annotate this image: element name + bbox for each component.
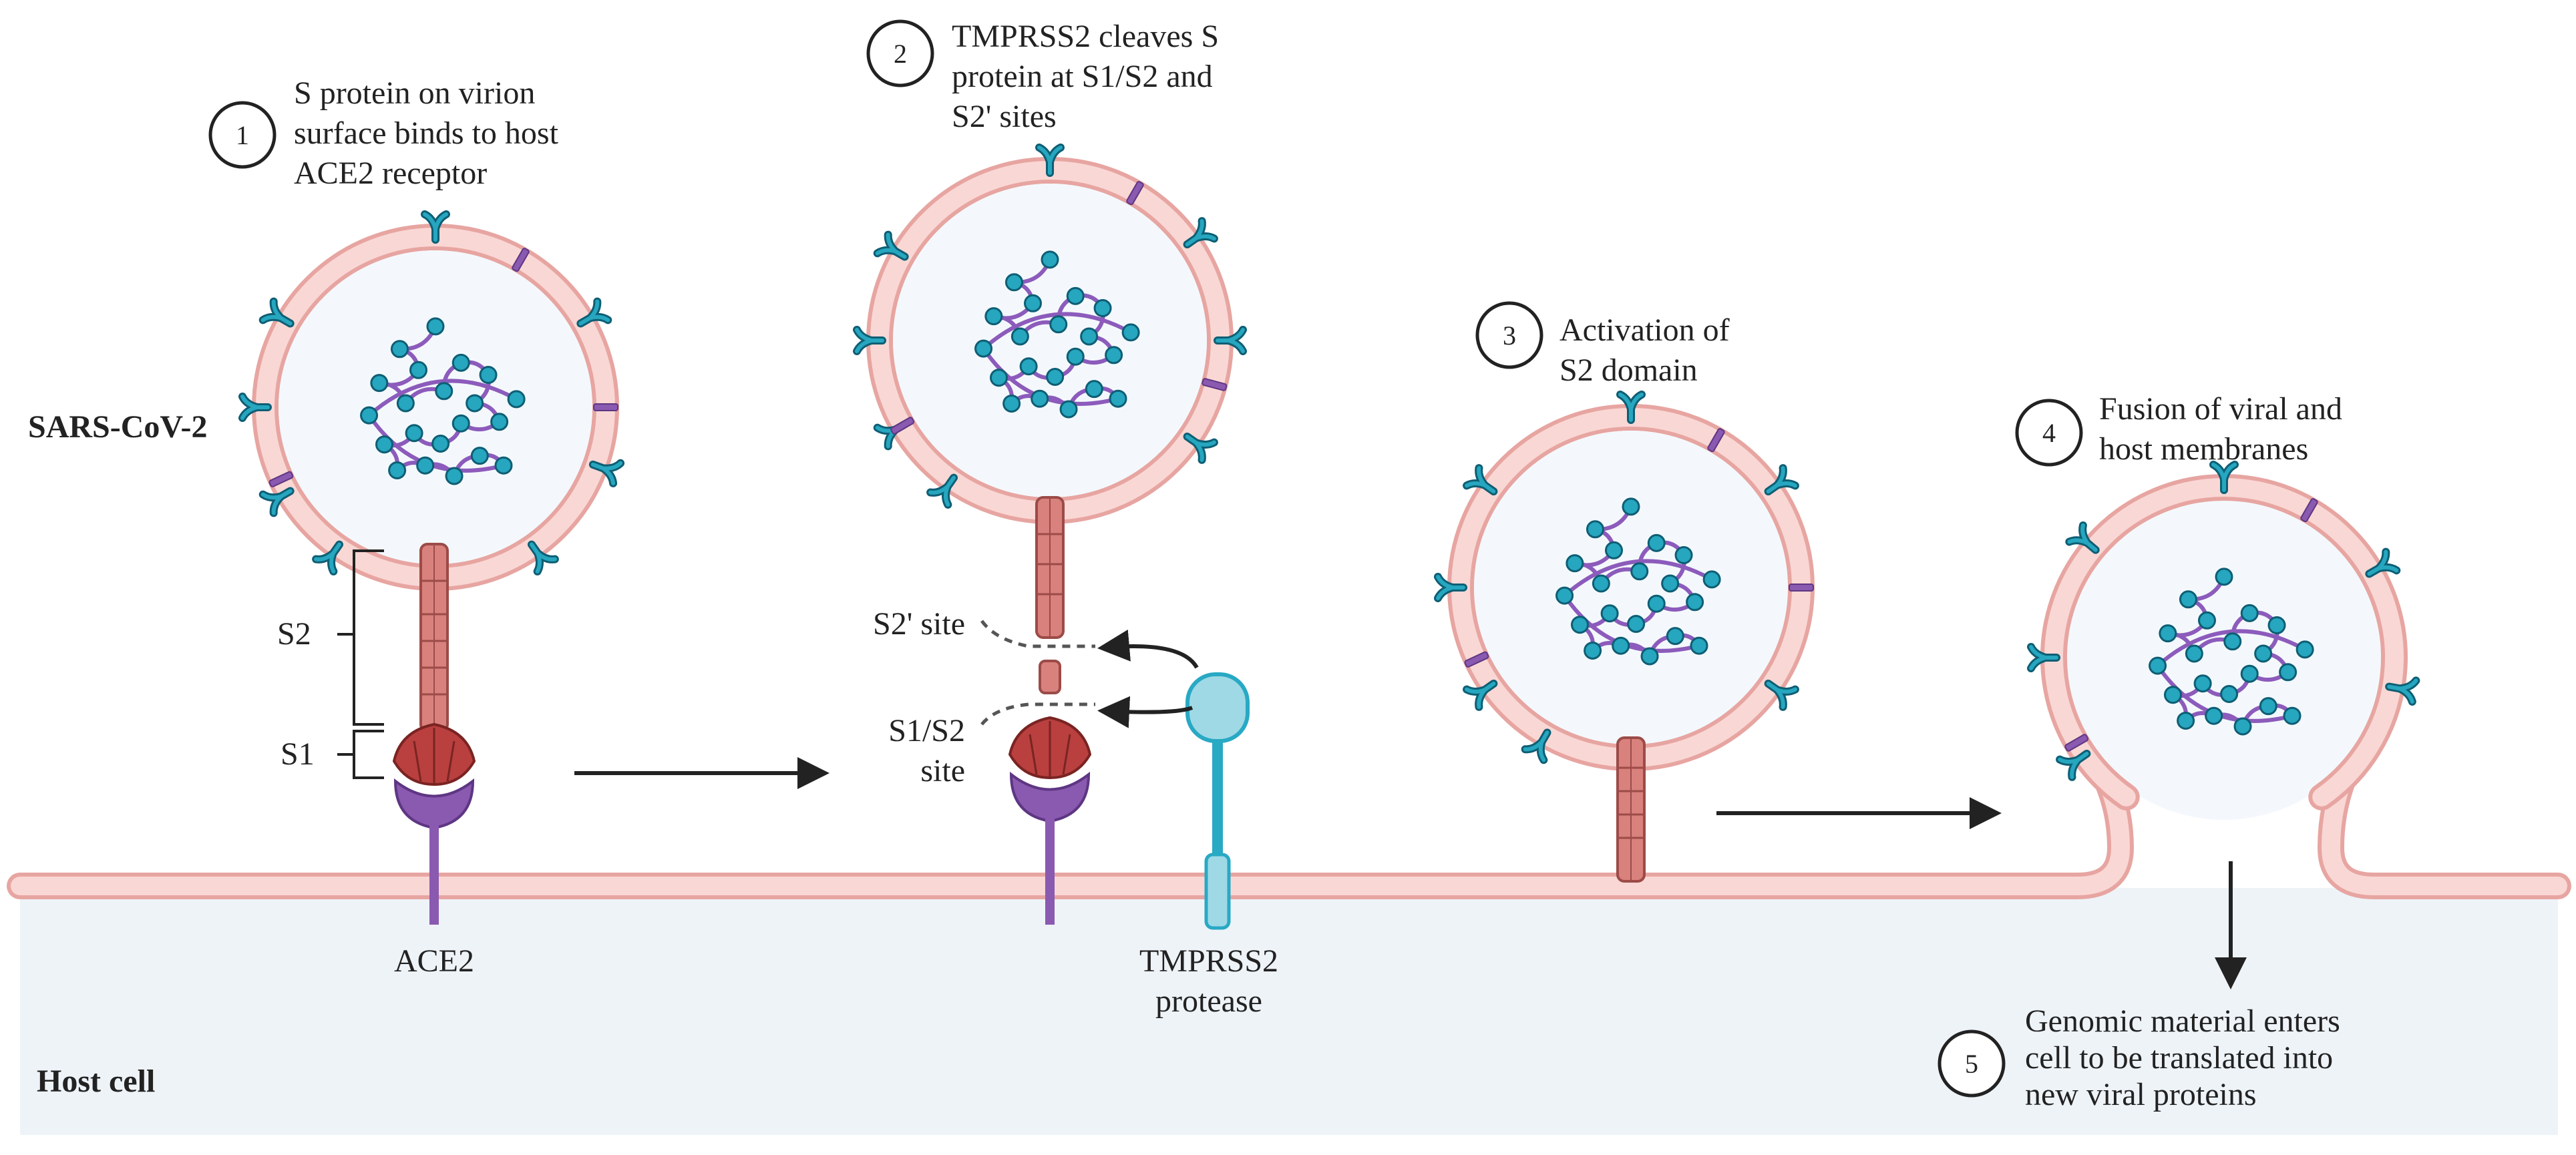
step-2-badge: 2 xyxy=(866,19,934,87)
s1s2-site-label-line-2: site xyxy=(920,753,965,788)
s1-label: S1 xyxy=(281,736,315,772)
step-1-text-line-1: S protein on virion xyxy=(294,75,535,111)
ace2-label: ACE2 xyxy=(394,943,474,979)
ace2-receptor-icon xyxy=(393,778,475,925)
step-4-badge: 4 xyxy=(2015,399,2083,467)
cleavage-arrows xyxy=(1097,629,1199,728)
step-4-number: 4 xyxy=(2042,418,2056,448)
step-1-text-line-3: ACE2 receptor xyxy=(294,156,487,191)
cleavage-site-lines xyxy=(980,620,1095,726)
tmprss2-label-line-1: TMPRSS2 xyxy=(1139,943,1278,979)
virion-4 xyxy=(2027,461,2420,820)
step-2-text-line-2: protein at S1/S2 and xyxy=(952,59,1213,94)
s1-bracket xyxy=(337,730,384,779)
step-2-number: 2 xyxy=(894,39,907,69)
virion-3 xyxy=(1434,391,1815,771)
step-3-badge: 3 xyxy=(1475,301,1543,369)
s1s2-site-label-line-1: S1/S2 xyxy=(888,713,965,748)
activated-s2-icon xyxy=(1616,736,1646,883)
step-3-text-line-1: Activation of xyxy=(1559,312,1730,348)
spike-protein-icon xyxy=(392,543,476,786)
tmprss2-protease-icon xyxy=(1185,672,1250,930)
step-4-text-line-1: Fusion of viral and xyxy=(2099,391,2342,427)
ace2-receptor-icon xyxy=(1009,771,1091,925)
step-4-text-line-2: host membranes xyxy=(2099,431,2308,467)
step-5-badge: 5 xyxy=(1938,1029,2006,1098)
s2-prime-site-label: S2' site xyxy=(873,606,965,642)
host-cell-interior xyxy=(20,888,2558,1135)
tmprss2-label-line-2: protease xyxy=(1155,983,1262,1019)
step-5-text-line-2: cell to be translated into xyxy=(2025,1040,2333,1076)
virion-2 xyxy=(853,144,1247,524)
step-5-text-line-3: new viral proteins xyxy=(2025,1077,2257,1112)
virus-label: SARS-CoV-2 xyxy=(28,409,207,445)
step-5-text-line-1: Genomic material enters xyxy=(2025,1003,2340,1039)
step-1-number: 1 xyxy=(236,120,249,150)
s2-bracket xyxy=(337,549,384,726)
s2-label: S2 xyxy=(277,616,311,652)
step-1-text-line-2: surface binds to host xyxy=(294,116,559,151)
step-3-text-line-2: S2 domain xyxy=(1559,353,1698,388)
step-2-text-line-3: S2' sites xyxy=(952,99,1057,134)
step-2-text-line-1: TMPRSS2 cleaves S xyxy=(952,19,1219,54)
cleaved-spike-icon xyxy=(1008,496,1092,780)
virion-1 xyxy=(238,210,625,591)
step-3-number: 3 xyxy=(1503,320,1516,351)
step-5-number: 5 xyxy=(1965,1049,1978,1079)
step-1-badge: 1 xyxy=(208,101,277,169)
host-cell-label: Host cell xyxy=(37,1064,155,1099)
